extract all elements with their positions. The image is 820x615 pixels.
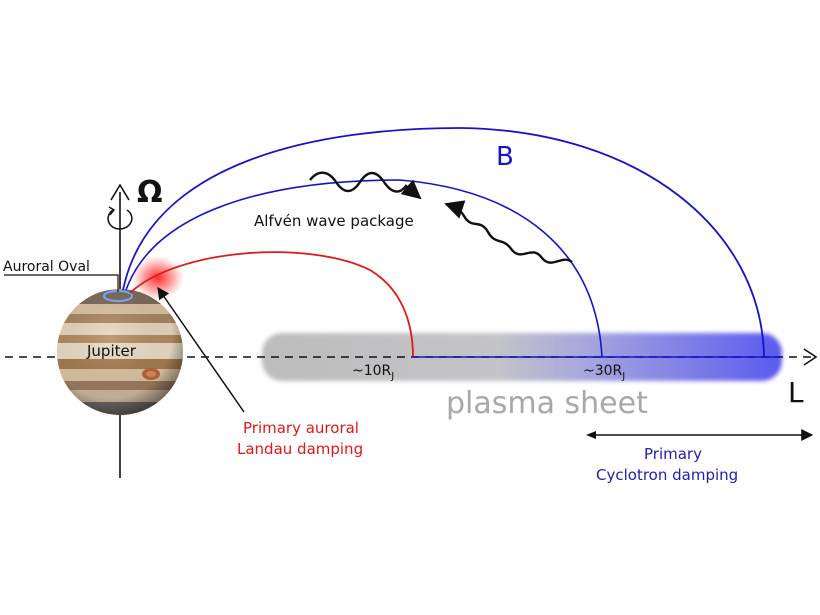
field-line-outer: [122, 127, 765, 358]
field-b-label: B: [496, 142, 514, 172]
rotation-curl-icon: [107, 209, 133, 230]
r10-main: ~10R: [352, 363, 392, 379]
r30-label: ~30RJ: [583, 363, 625, 382]
auroral-field-line-10rj: [129, 251, 414, 358]
rotation-curl-arrowhead: [108, 206, 116, 216]
cyclotron-label-line1: Primary: [644, 445, 702, 463]
alfven-wave-label: Alfvén wave package: [254, 212, 414, 230]
jupiter-label: Jupiter: [86, 342, 137, 360]
auroral-glow: [132, 256, 184, 300]
landau-label-line1: Primary auroral: [243, 419, 359, 437]
omega-label: Ω: [137, 175, 163, 210]
cyclotron-range-arrow-left-head: [586, 431, 596, 439]
landau-pointer-arrow: [157, 287, 245, 413]
field-line-30rj: [125, 179, 603, 358]
axis-l-label: L: [788, 376, 804, 409]
l-axis-arrowhead: [803, 348, 818, 366]
auroral-oval-pointer: [4, 274, 119, 292]
rotation-axis-arrowhead: [110, 183, 130, 201]
cyclotron-label-line2: Cyclotron damping: [596, 466, 738, 484]
alfven-wave-left: [309, 171, 422, 200]
r30-main: ~30R: [583, 363, 623, 379]
auroral-oval-label: Auroral Oval: [3, 259, 90, 275]
r10-label: ~10RJ: [352, 363, 394, 382]
landau-label-line2: Landau damping: [237, 440, 363, 458]
alfven-wave-right: [444, 200, 573, 264]
r30-subscript: J: [621, 371, 625, 382]
r10-subscript: J: [390, 371, 394, 382]
plasma-sheet-label: plasma sheet: [446, 386, 648, 421]
